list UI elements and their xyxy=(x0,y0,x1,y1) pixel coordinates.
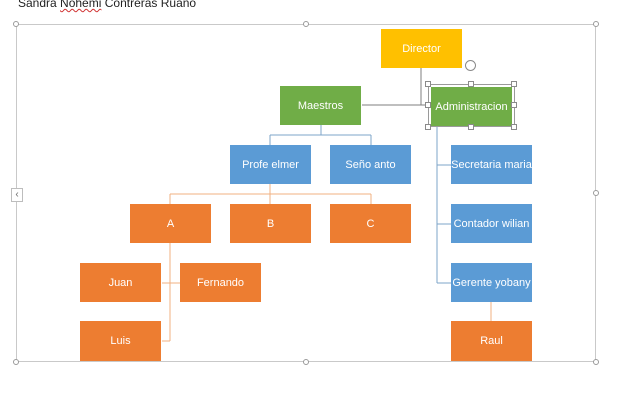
selection-handle-right[interactable] xyxy=(511,102,517,108)
node-a[interactable]: A xyxy=(130,204,211,243)
selection-handle-bottom-left[interactable] xyxy=(425,124,431,130)
selection-handle-bottom[interactable] xyxy=(468,124,474,130)
frame-handle-top-right[interactable] xyxy=(593,21,599,27)
node-seno-anto[interactable]: Seño anto xyxy=(330,145,411,184)
node-maestros[interactable]: Maestros xyxy=(280,86,361,125)
frame-handle-bottom-left[interactable] xyxy=(13,359,19,365)
connector-director-maestros xyxy=(362,68,422,106)
spellcheck-flagged-word: Nohemi xyxy=(60,0,102,10)
document-title: Sandra Nohemi Contreras Ruano xyxy=(18,0,196,10)
chevron-left-icon: ‹ xyxy=(15,189,19,200)
title-part-1: Sandra xyxy=(18,0,61,10)
node-luis[interactable]: Luis xyxy=(80,321,161,361)
node-b[interactable]: B xyxy=(230,204,311,243)
frame-handle-top-middle[interactable] xyxy=(303,21,309,27)
node-fernando[interactable]: Fernando xyxy=(180,263,261,302)
frame-handle-bottom-middle[interactable] xyxy=(303,359,309,365)
node-gerente-yobany[interactable]: Gerente yobany xyxy=(451,263,532,302)
selection-outline xyxy=(428,84,515,127)
node-raul[interactable]: Raul xyxy=(451,321,532,361)
frame-handle-bottom-right[interactable] xyxy=(593,359,599,365)
selection-handle-top-left[interactable] xyxy=(425,81,431,87)
node-contador-wilian[interactable]: Contador wilian xyxy=(451,204,532,243)
node-juan[interactable]: Juan xyxy=(80,263,161,302)
frame-handle-middle-right[interactable] xyxy=(593,190,599,196)
title-part-2: Contreras Ruano xyxy=(101,0,197,10)
selection-handle-top-right[interactable] xyxy=(511,81,517,87)
node-administracion[interactable]: Administracion xyxy=(431,87,512,126)
node-secretaria-maria[interactable]: Secretaria maria xyxy=(451,145,532,184)
selection-handle-top[interactable] xyxy=(468,81,474,87)
frame-handle-top-left[interactable] xyxy=(13,21,19,27)
selection-handle-bottom-right[interactable] xyxy=(511,124,517,130)
text-pane-toggle-button[interactable]: ‹ xyxy=(11,188,23,202)
selection-handle-left[interactable] xyxy=(425,102,431,108)
node-c[interactable]: C xyxy=(330,204,411,243)
node-director[interactable]: Director xyxy=(381,29,462,68)
rotate-handle-icon[interactable] xyxy=(465,60,476,71)
node-profe-elmer[interactable]: Profe elmer xyxy=(230,145,311,184)
